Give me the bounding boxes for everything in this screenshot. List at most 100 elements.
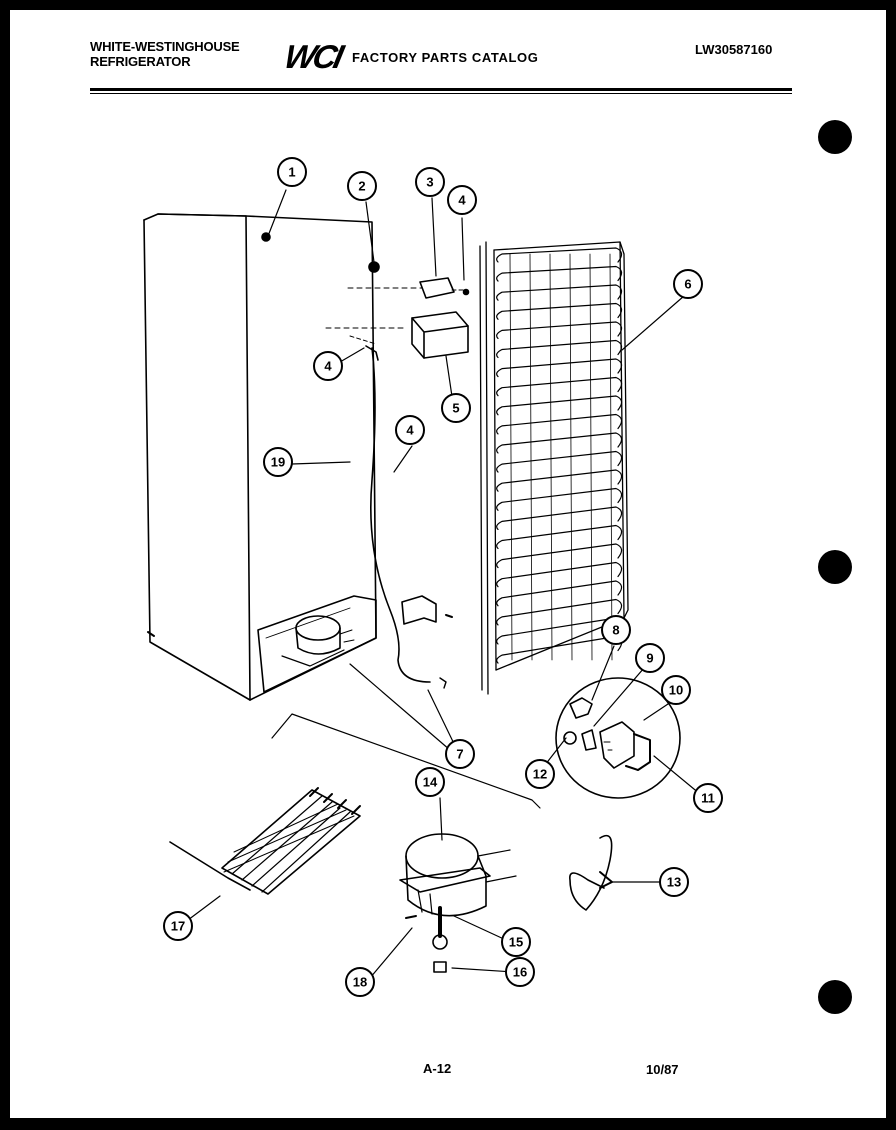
coil-loop [496,598,623,626]
callout-4: 4 [313,351,343,381]
coil-loop [496,561,623,588]
callout-number: 8 [612,623,619,638]
callout-circle [601,615,631,645]
callout-2: 2 [347,171,377,201]
coil-loop [496,376,623,397]
page-number: A-12 [423,1061,452,1076]
coil-loop [496,395,623,416]
coil-loop [496,432,623,454]
compressor [399,833,517,973]
coil-loop [496,524,623,550]
callout-4: 4 [447,185,477,215]
callout-16: 16 [505,957,535,987]
callout-5: 5 [441,393,471,423]
coil-loop [496,265,623,282]
callout-circle [263,447,293,477]
callout-circle [415,767,445,797]
coil-loop [496,284,623,301]
callout-circle [693,783,723,813]
callout-number: 2 [358,179,365,194]
callout-number: 12 [533,767,547,782]
compressor-small [281,615,355,667]
detail-circle [555,677,681,799]
refrigerator-cabinet [143,213,380,701]
callout-circle [447,185,477,215]
callout-7: 7 [445,739,475,769]
callout-number: 15 [509,935,523,950]
brand-block: WHITE-WESTINGHOUSE REFRIGERATOR [90,39,240,69]
callout-6: 6 [673,269,703,299]
condenser-rack [169,787,361,895]
callout-1: 1 [277,157,307,187]
callout-number: 6 [684,277,691,292]
coil-wire [609,253,613,661]
relay-cover [411,311,469,359]
catalog-title: FACTORY PARTS CATALOG [352,50,539,65]
callout-circle [441,393,471,423]
coil-loop [496,247,623,263]
product-type: REFRIGERATOR [90,54,191,69]
coil-wire [549,253,553,661]
callout-19: 19 [263,447,293,477]
callout-circle [661,675,691,705]
coil-loop [496,635,623,664]
callout-number: 11 [701,791,715,806]
header-rule [90,88,792,91]
coil-wire [589,253,593,661]
callout-circle [673,269,703,299]
binder-hole-middle [818,550,852,584]
coil-wire [569,253,573,661]
callout-circle [163,911,193,941]
callout-number: 4 [324,359,332,374]
coil-wire [509,253,513,661]
binder-hole-top [818,120,852,154]
coil-loop [496,358,623,378]
callout-number: 4 [406,423,414,438]
model-number: LW30587160 [695,42,773,57]
callout-14: 14 [415,767,445,797]
callout-number: 3 [426,175,433,190]
callout-number: 19 [271,455,285,470]
callout-number: 9 [646,651,653,666]
coil-loop [496,321,623,339]
callout-circle [345,967,375,997]
callout-circle [347,171,377,201]
callout-15: 15 [501,927,531,957]
callout-8: 8 [601,615,631,645]
coil-loop [496,543,623,569]
callout-number: 1 [288,165,295,180]
callout-circle [277,157,307,187]
callout-3: 3 [415,167,445,197]
coil-loop [496,580,623,607]
coil-loop [496,339,623,359]
callout-12: 12 [525,759,555,789]
callout-11: 11 [693,783,723,813]
brand-name: WHITE-WESTINGHOUSE [90,39,240,54]
coil-loop [496,450,623,473]
callout-number: 16 [513,965,527,980]
callout-number: 14 [423,775,438,790]
callout-10: 10 [661,675,691,705]
callout-number: 18 [353,975,367,990]
callout-circle [313,351,343,381]
callout-circle [445,739,475,769]
callout-number: 13 [667,875,681,890]
drain-tube [370,347,431,683]
parts-catalog-sheet: WHITE-WESTINGHOUSE REFRIGERATOR WCI FACT… [10,10,886,1118]
callout-circle [525,759,555,789]
bracket [401,595,437,625]
coil-loop [496,469,623,492]
callout-circle [505,957,535,987]
coil-loop [496,487,623,511]
callout-circle [659,867,689,897]
callout-13: 13 [659,867,689,897]
leader-lines [179,189,701,979]
callout-circle [501,927,531,957]
callout-9: 9 [635,643,665,673]
callout-circle [395,415,425,445]
callout-number: 17 [171,919,185,934]
callout-number: 10 [669,683,683,698]
callout-number: 5 [452,401,459,416]
